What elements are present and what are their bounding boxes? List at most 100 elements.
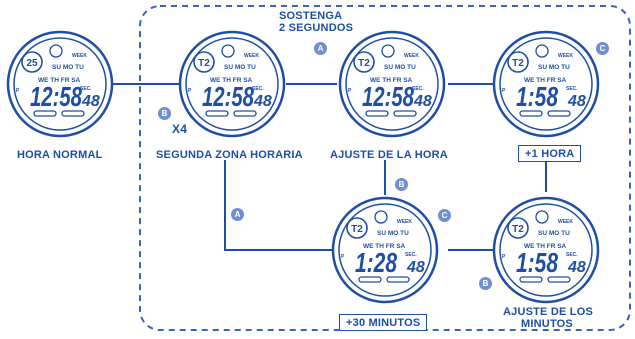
watch-ajuste-minutos: T2 WEEK SU MO TU WE TH FR SA P SEC. 1:58 48	[492, 196, 600, 304]
watch-segment	[547, 110, 571, 117]
label-hora-normal: HORA NORMAL	[17, 149, 103, 161]
watch-mode-circle	[353, 51, 375, 73]
watch-days-bottom: WE TH FR SA	[524, 77, 567, 84]
button-a-badge-2: A	[231, 208, 244, 221]
diagram-title: SOSTENGA 2 SEGUNDOS	[279, 10, 353, 34]
watch-mode-text: T2	[512, 58, 524, 69]
watch-segment	[547, 276, 571, 283]
watch-days-top: SU MO TU	[52, 64, 84, 71]
watch-mode-circle	[346, 217, 368, 239]
watch-time: 12:58	[362, 81, 414, 112]
dashed-boundary	[139, 5, 631, 331]
watch-ring	[221, 44, 235, 58]
watch-p: P	[341, 254, 345, 260]
watch-mode-circle	[507, 217, 529, 239]
watch-days-bottom: WE TH FR SA	[363, 243, 406, 250]
watch-mas-una-hora: T2 WEEK SU MO TU WE TH FR SA P SEC. 1:58 48	[492, 30, 600, 138]
repeat-label: X4	[172, 122, 188, 136]
watch-segment	[358, 276, 382, 283]
label-ajuste-minutos-line-1: AJUSTE DE LOS	[503, 306, 594, 318]
watch-sec: SEC.	[405, 252, 417, 258]
connectors	[112, 83, 547, 251]
button-c-badge-2: C	[438, 209, 451, 222]
watch-time: 1:58	[516, 247, 558, 278]
title-line-1: SOSTENGA	[279, 10, 343, 22]
watch-week: WEEK	[558, 219, 573, 225]
watch-days-top: SU MO TU	[538, 230, 570, 237]
watch-p: P	[502, 254, 506, 260]
button-a-badge: A	[314, 42, 327, 55]
watch-sec: SEC.	[566, 86, 578, 92]
label-ajuste-minutos-line-2: MINUTOS	[521, 318, 573, 330]
watch-days-top: SU MO TU	[384, 64, 416, 71]
watch-mode-circle	[21, 51, 43, 73]
watch-ring	[374, 210, 388, 224]
watch-segment	[519, 276, 543, 283]
watch-week: WEEK	[397, 219, 412, 225]
watch-mode-text: T2	[351, 224, 363, 235]
watch-mode-text: T2	[512, 224, 524, 235]
watch-time: 1:58	[516, 81, 558, 112]
watch-ring	[49, 44, 63, 58]
watch-p: P	[16, 88, 20, 94]
label-mas-una-hora: +1 HORA	[518, 145, 582, 162]
watch-days-top: SU MO TU	[538, 64, 570, 71]
watch-seconds: 48	[413, 93, 432, 110]
button-b-badge-2: B	[395, 178, 408, 191]
button-b-badge: B	[158, 107, 171, 120]
watch-mode-text: T2	[358, 58, 370, 69]
watch-segment	[365, 110, 389, 117]
label-segunda-zona: SEGUNDA ZONA HORARIA	[156, 149, 303, 161]
watch-sec: SEC.	[566, 252, 578, 258]
watch-seconds: 48	[567, 259, 586, 276]
watch-time: 12:58	[202, 81, 254, 112]
label-ajuste-minutos: AJUSTE DE LOS MINUTOS	[503, 306, 594, 330]
watch-ring	[381, 44, 395, 58]
watch-time: 12:58	[30, 81, 82, 112]
watch-days-bottom: WE TH FR SA	[210, 77, 253, 84]
connector-zona-to-30	[224, 160, 337, 251]
watch-ring	[535, 44, 549, 58]
watch-time: 1:28	[355, 247, 397, 278]
watch-week: WEEK	[558, 53, 573, 59]
watch-seconds: 48	[253, 93, 272, 110]
watch-week: WEEK	[72, 53, 87, 59]
watch-mode-circle	[507, 51, 529, 73]
watch-seconds: 48	[567, 93, 586, 110]
watch-sec: SEC.	[412, 86, 424, 92]
watch-sec: SEC.	[252, 86, 264, 92]
watch-segment	[519, 110, 543, 117]
watch-days-top: SU MO TU	[377, 230, 409, 237]
watch-segment	[233, 110, 257, 117]
watch-mode-text: 25	[26, 58, 38, 69]
watch-days-bottom: WE TH FR SA	[38, 77, 81, 84]
watch-p: P	[348, 88, 352, 94]
watch-sec: SEC.	[80, 86, 92, 92]
label-ajuste-hora: AJUSTE DE LA HORA	[330, 149, 448, 161]
watch-segment	[386, 276, 410, 283]
watch-mode-circle	[193, 51, 215, 73]
watch-p: P	[502, 88, 506, 94]
watch-mode-text: T2	[198, 58, 210, 69]
button-c-badge: C	[596, 42, 609, 55]
button-b-badge-3: B	[479, 277, 492, 290]
watch-segment	[33, 110, 57, 117]
title-line-2: 2 SEGUNDOS	[279, 22, 354, 34]
watch-ring	[535, 210, 549, 224]
watch-days-top: SU MO TU	[224, 64, 256, 71]
watch-days-bottom: WE TH FR SA	[370, 77, 413, 84]
watch-week: WEEK	[244, 53, 259, 59]
watch-seconds: 48	[81, 93, 100, 110]
watch-week: WEEK	[404, 53, 419, 59]
watch-segment	[61, 110, 85, 117]
label-mas-30-minutos: +30 MINUTOS	[339, 314, 428, 331]
watch-p: P	[188, 88, 192, 94]
watch-days-bottom: WE TH FR SA	[524, 243, 567, 250]
watch-segment	[205, 110, 229, 117]
